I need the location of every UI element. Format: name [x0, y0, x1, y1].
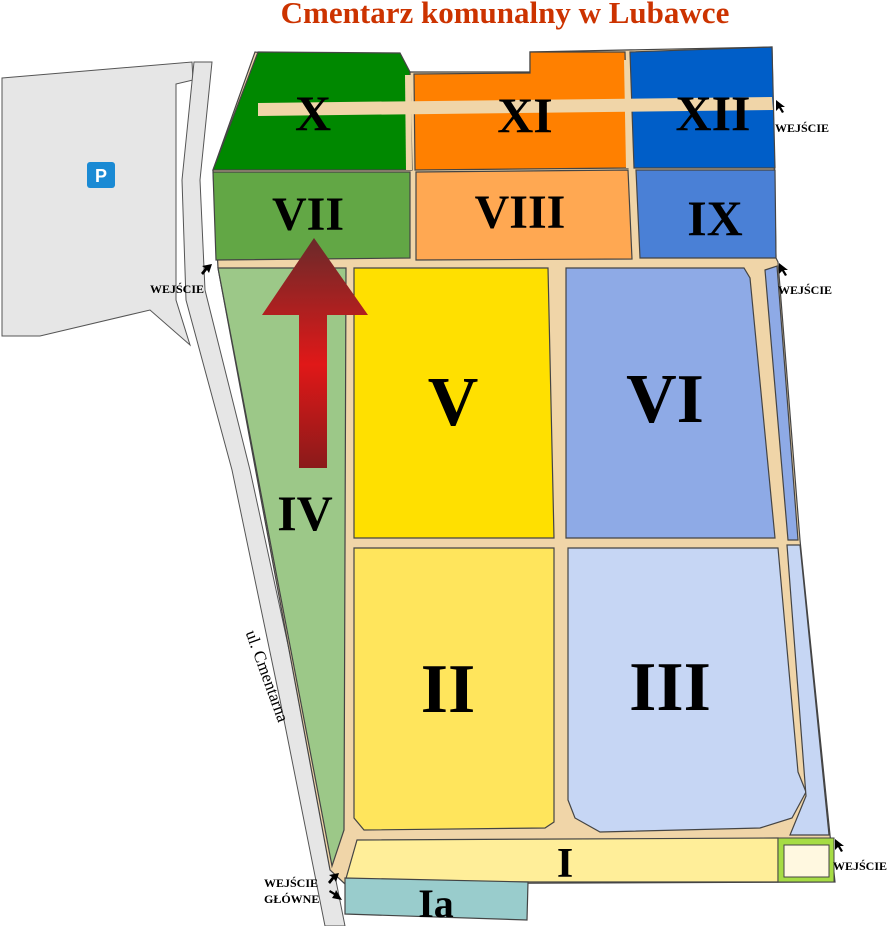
label-ii: II — [421, 651, 475, 728]
entrance-arrow-icon — [776, 100, 785, 113]
section-ia[interactable] — [344, 877, 529, 921]
label-iii: III — [629, 649, 711, 726]
entrance-arrow-icon — [201, 264, 212, 275]
parking-label: P — [95, 166, 107, 186]
street-road — [181, 61, 346, 926]
label-i: I — [557, 841, 573, 887]
entrance-label-main-2: GŁÓWNE — [264, 892, 319, 906]
section-v[interactable] — [353, 267, 555, 539]
label-ia: Ia — [418, 881, 454, 926]
section-vii[interactable] — [212, 171, 411, 261]
label-viii: VIII — [475, 186, 566, 239]
section-vi[interactable] — [565, 267, 776, 539]
path-horizontal — [258, 97, 773, 116]
entrance-arrow-icon — [835, 839, 844, 852]
entrance-arrow-icon — [328, 873, 339, 884]
path-vertical-2 — [624, 60, 631, 168]
section-iii[interactable] — [567, 547, 807, 833]
section-iii-strip — [786, 544, 830, 836]
label-vi: VI — [626, 361, 704, 438]
entrance-label-main-1: WEJŚCIE — [264, 876, 318, 890]
label-iv: IV — [277, 485, 333, 541]
entrance-label-se: WEJŚCIE — [833, 859, 887, 873]
parking-area — [1, 61, 194, 347]
section-viii[interactable] — [415, 169, 633, 261]
parking-icon: P — [87, 162, 115, 188]
entrance-label-ne: WEJŚCIE — [775, 121, 829, 135]
section-vi-strip — [764, 265, 799, 541]
map-title: Cmentarz komunalny w Lubawce — [281, 0, 730, 30]
label-xii: XII — [675, 85, 750, 141]
label-ix: IX — [687, 190, 743, 246]
entrance-arrow-icon — [329, 890, 342, 900]
direction-arrow-icon — [262, 238, 368, 468]
section-ii[interactable] — [353, 547, 555, 831]
section-ix[interactable] — [635, 169, 777, 259]
label-v: V — [428, 364, 479, 441]
entrance-arrow-icon — [779, 263, 788, 276]
label-xi: XI — [497, 87, 553, 143]
path-vertical-1 — [405, 75, 412, 170]
small-plot-inner — [783, 844, 830, 878]
label-x: X — [295, 85, 331, 141]
label-vii: VII — [272, 188, 344, 241]
entrance-label-east: WEJŚCIE — [778, 283, 832, 297]
entrance-label-west: WEJŚCIE — [150, 282, 204, 296]
